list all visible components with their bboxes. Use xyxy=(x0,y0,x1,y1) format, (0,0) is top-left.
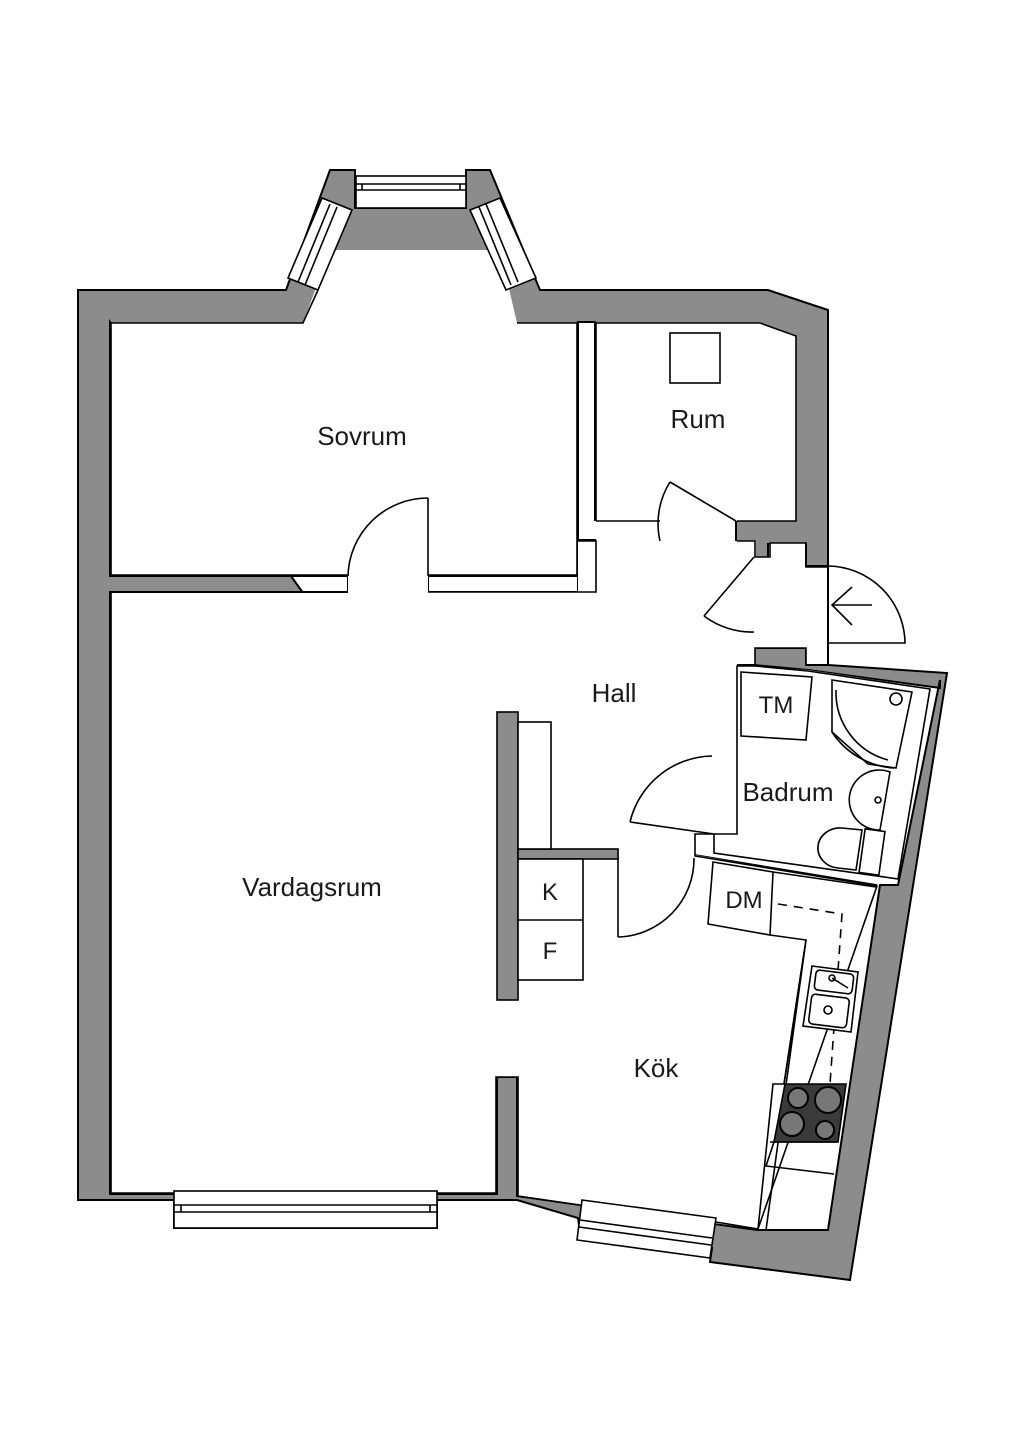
bay-window xyxy=(286,175,538,292)
wall-inner-fill xyxy=(111,250,877,1229)
sovrum-outline xyxy=(110,289,578,576)
tm-box xyxy=(740,671,813,741)
window-vardagsrum xyxy=(173,1190,438,1229)
wardrobe xyxy=(517,721,552,850)
fixture-label-k: K xyxy=(542,879,558,906)
door-hall xyxy=(703,556,755,633)
fixture-label-dm: DM xyxy=(725,887,762,914)
door-badrum xyxy=(629,755,715,835)
counter-edge xyxy=(783,939,807,1085)
badrum-outline xyxy=(713,665,931,880)
rum-box xyxy=(669,332,721,384)
room-label-rum: Rum xyxy=(671,404,726,434)
partition-wall xyxy=(496,711,519,1001)
shower xyxy=(831,679,913,769)
kitchen-cabinets xyxy=(764,1141,838,1175)
door-entrance xyxy=(827,565,906,644)
toilet xyxy=(817,827,886,877)
room-label-badrum: Badrum xyxy=(742,777,833,807)
door-rum xyxy=(657,481,737,542)
door-kitchen xyxy=(617,857,695,938)
room-label-vardagsrum: Vardagsrum xyxy=(242,872,382,902)
fixture-label-tm: TM xyxy=(759,692,794,719)
kitchen-sink xyxy=(802,965,859,1033)
window-kok xyxy=(576,1199,717,1259)
room-label-sovrum: Sovrum xyxy=(317,421,407,451)
room-label-kok: Kök xyxy=(634,1053,680,1083)
door-sovrum xyxy=(347,497,429,577)
bath-sink xyxy=(848,769,891,831)
fixture-label-f: F xyxy=(543,938,558,965)
rum-outline xyxy=(595,322,797,522)
fridge-freezer xyxy=(517,858,584,981)
arrow-left-icon xyxy=(830,586,872,626)
room-label-hall: Hall xyxy=(592,678,637,708)
stove xyxy=(773,1083,847,1143)
partition-wall-2 xyxy=(517,848,619,860)
hall-outline xyxy=(110,540,879,1230)
